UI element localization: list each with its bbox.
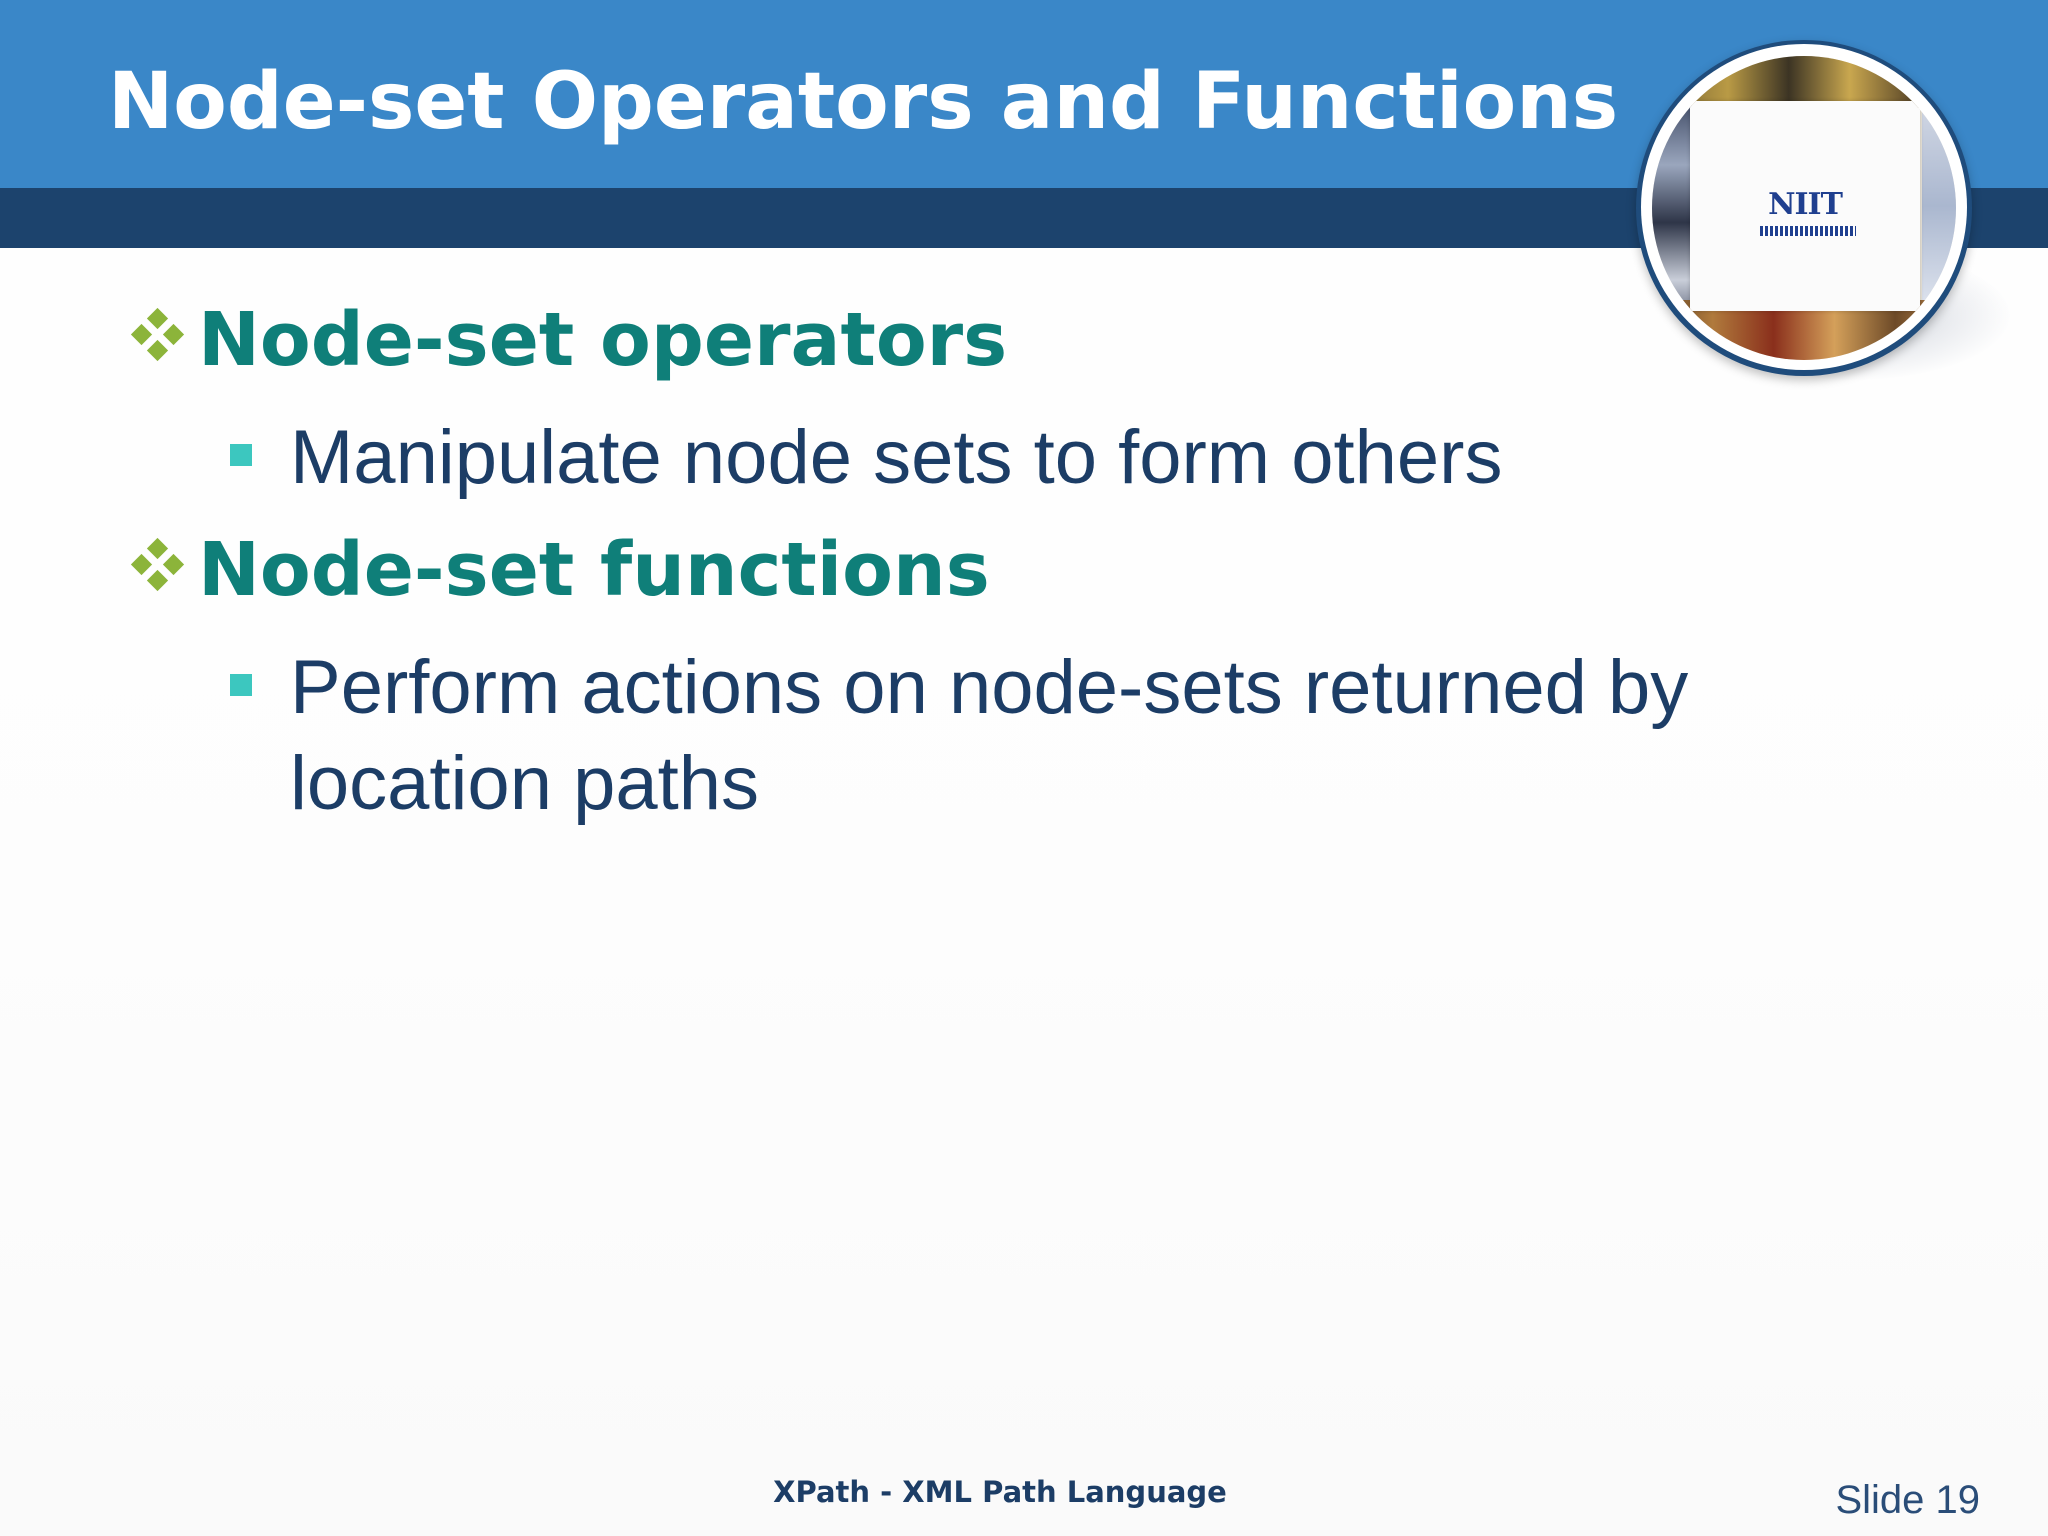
- bullet-heading-1-text: Node-set operators: [198, 297, 1008, 383]
- logo-photo: [1652, 56, 1956, 360]
- slide-title: Node-set Operators and Functions: [108, 57, 1619, 147]
- photo-card: [1690, 101, 1920, 311]
- niit-logo: NIIT: [1768, 187, 1843, 222]
- footer-title: XPath - XML Path Language: [773, 1475, 1227, 1509]
- niit-logo-underline: [1760, 226, 1856, 236]
- sub-bullet-2-text: Perform actions on node-sets returned by…: [290, 645, 1689, 826]
- four-diamond-bullet-icon: [128, 537, 188, 597]
- slide-number: Slide 19: [1835, 1478, 1980, 1522]
- square-bullet-icon: [230, 444, 252, 466]
- photo-left-strip: [1652, 96, 1692, 326]
- bullet-heading-2: Node-set functions: [128, 520, 990, 620]
- sub-bullet-2: Perform actions on node-sets returned by…: [230, 640, 1830, 832]
- photo-top-strip: [1652, 56, 1956, 108]
- photo-right-strip: [1922, 86, 1956, 326]
- sub-bullet-1: Manipulate node sets to form others: [230, 410, 1830, 506]
- four-diamond-bullet-icon: [128, 307, 188, 367]
- square-bullet-icon: [230, 674, 252, 696]
- bullet-heading-1: Node-set operators: [128, 290, 1007, 390]
- bullet-heading-2-text: Node-set functions: [198, 527, 990, 613]
- sub-bullet-1-text: Manipulate node sets to form others: [290, 415, 1503, 500]
